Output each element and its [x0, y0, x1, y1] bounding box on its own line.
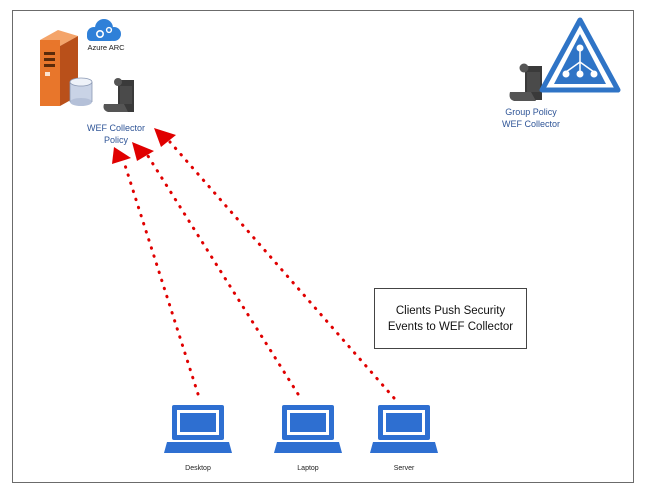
note-line2: Events to WEF Collector	[387, 320, 514, 333]
group-policy-label-line1: Group Policy	[505, 107, 557, 117]
server-tower-icon	[40, 30, 78, 106]
laptop-icon-desktop	[164, 405, 232, 453]
policy-scroll-icon	[103, 78, 134, 112]
azure-cloud-icon	[87, 19, 121, 41]
diagram-frame	[12, 10, 634, 483]
group-policy-scroll-icon	[509, 63, 542, 101]
push-events-note: Clients Push Security Events to WEF Coll…	[374, 288, 527, 349]
note-line1: Clients Push Security	[395, 304, 506, 317]
database-icon	[69, 77, 93, 106]
laptop-icon-laptop	[274, 405, 342, 453]
device-label-desktop: Desktop	[185, 465, 211, 472]
push-arrow-laptop	[132, 142, 300, 396]
laptop-icon-server	[370, 405, 438, 453]
group-policy-label-line2: WEF Collector	[501, 119, 560, 129]
azure-arc-label: Azure ARC	[87, 43, 125, 52]
push-arrow-desktop	[112, 147, 200, 396]
device-label-server: Server	[393, 465, 415, 472]
wef-policy-label-line1: WEF Collector	[86, 123, 145, 133]
wef-policy-label-line2: Policy	[103, 135, 128, 145]
push-arrow-server	[154, 128, 396, 400]
device-label-laptop: Laptop	[297, 465, 319, 472]
wef-collector-policy-label: WEF Collector Policy	[78, 122, 154, 146]
group-policy-triangle-icon	[539, 17, 621, 93]
group-policy-label: Group Policy WEF Collector	[492, 106, 570, 130]
